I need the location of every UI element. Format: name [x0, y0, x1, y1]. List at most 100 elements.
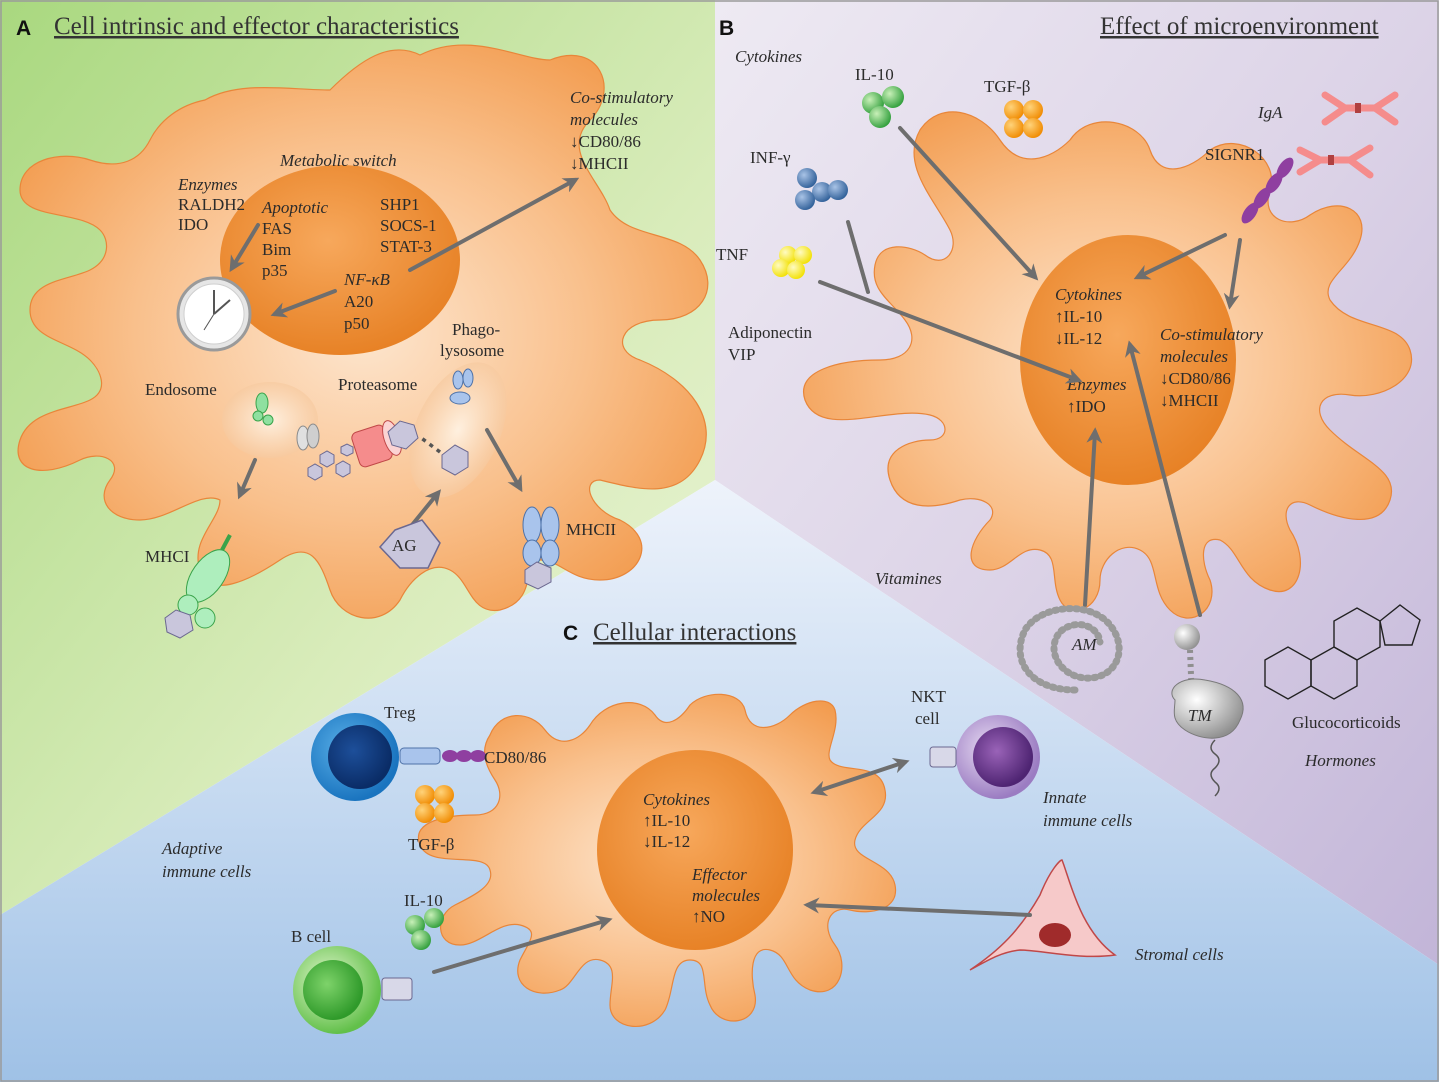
apoptotic-title: Apoptotic — [261, 198, 329, 217]
il10-molecule-icon-c — [405, 908, 444, 950]
peptide-fragments-icon — [307, 443, 354, 481]
arrow-bcell-to-nucleus — [432, 915, 613, 974]
ag-label: AG — [392, 536, 417, 555]
ifng-label: INF-γ — [750, 148, 791, 167]
cd8086-label: CD80/86 — [484, 748, 546, 767]
phagolysosome-vesicle — [409, 362, 507, 498]
arrow-endosome-to-mhci — [237, 458, 257, 500]
costim-a-item-1: ↓MHCII — [570, 154, 629, 173]
nuc-b-enzymes-item-0: ↑IDO — [1067, 397, 1106, 416]
proteasome-label: Proteasome — [338, 375, 417, 394]
am-label: AM — [1071, 635, 1097, 654]
nkt-cell-icon — [929, 715, 1040, 799]
tgfb-molecule-icon-c — [415, 785, 454, 823]
panel-c-letter: C — [563, 622, 578, 645]
ifng-molecule-icon — [795, 168, 848, 210]
endosome-label: Endosome — [145, 380, 217, 399]
nuc-b-cytokines-title: Cytokines — [1055, 285, 1122, 304]
nuc-b-cytokines-item-0: ↑IL-10 — [1055, 307, 1102, 326]
signr1-receptor-icon — [1241, 157, 1294, 224]
vitamines-label: Vitamines — [875, 569, 942, 588]
treg-cell-icon — [311, 713, 486, 801]
arrow-apoptotic-to-clock — [229, 223, 260, 273]
innate-label-1: immune cells — [1043, 811, 1133, 830]
arrow-phago-to-mhcii — [485, 428, 523, 493]
apoptotic-item-2: p35 — [262, 261, 288, 280]
arrow-ifng-line — [846, 220, 870, 294]
nuc-b-costim-title-1: molecules — [1160, 347, 1228, 366]
signaling-item-1: SOCS-1 — [380, 216, 437, 235]
il10-label-b: IL-10 — [855, 65, 894, 84]
adiponectin-label: Adiponectin — [728, 323, 813, 342]
nuc-b-costim-item-1: ↓MHCII — [1160, 391, 1219, 410]
il10-label-c: IL-10 — [404, 891, 443, 910]
nuc-c-cytokines-title: Cytokines — [643, 790, 710, 809]
adaptive-label-0: Adaptive — [161, 839, 223, 858]
clock-icon — [176, 276, 252, 352]
costim-a-title-0: Co-stimulatory — [570, 88, 673, 107]
phago-mhc-icon — [449, 368, 474, 405]
am-spiral-icon: AM — [1016, 605, 1123, 694]
arrow-signr1-to-costim — [1223, 238, 1242, 310]
bcell-label: B cell — [291, 927, 331, 946]
arrow-tnf-to-enzymes — [818, 280, 1083, 384]
cytokines-heading-b: Cytokines — [735, 47, 802, 66]
apoptotic-item-1: Bim — [262, 240, 291, 259]
nuc-c-effector-title-1: molecules — [692, 886, 760, 905]
adaptive-label-1: immune cells — [162, 862, 252, 881]
panel-b-title: Effect of microenvironment — [1100, 13, 1379, 40]
tnf-label: TNF — [716, 245, 748, 264]
stromal-label: Stromal cells — [1135, 945, 1224, 964]
antigen-hexagon-proteasome — [387, 420, 419, 450]
dotted-arrow-antigen — [418, 435, 442, 454]
endosome-mhc-icon — [252, 392, 274, 426]
nkt-label-0: NKT — [911, 687, 947, 706]
enzymes-a-item-0: RALDH2 — [178, 195, 245, 214]
phagolysosome-label-0: Phago- — [452, 320, 501, 339]
nuc-c-cytokines-item-1: ↓IL-12 — [643, 832, 690, 851]
steroid-ring-icon — [1264, 604, 1421, 700]
panel-c-title: Cellular interactions — [593, 619, 796, 646]
mhci-receptor-icon — [164, 534, 232, 639]
nucleus-a — [220, 165, 460, 355]
tgfb-label-b: TGF-β — [984, 77, 1030, 96]
signaling-item-0: SHP1 — [380, 195, 420, 214]
panel-b-letter: B — [719, 17, 734, 40]
iga-label: IgA — [1257, 103, 1283, 122]
nucleus-b — [1020, 235, 1236, 485]
b-cell-icon — [293, 946, 413, 1034]
panel-b: B Effect of microenvironment Cytokines ↑… — [716, 13, 1421, 797]
enzymes-a-item-1: IDO — [178, 215, 208, 234]
panel-c: C Cellular interactions Cytokines ↑IL-10… — [161, 619, 1224, 1034]
nfkb-item-0: A20 — [344, 292, 373, 311]
arrow-signr1-to-cytokines — [1133, 233, 1227, 280]
nuc-c-effector-title-0: Effector — [691, 865, 747, 884]
innate-label-0: Innate — [1042, 788, 1087, 807]
antigen-hexagon-phago — [441, 444, 469, 476]
arrow-nfkb-to-costim — [408, 177, 580, 272]
panel-a-letter: A — [16, 17, 31, 40]
arrow-tm-to-cytokines — [1125, 340, 1202, 617]
arrow-nkt-bidirectional — [810, 757, 910, 797]
mhci-label: MHCI — [145, 547, 190, 566]
nkt-label-1: cell — [915, 709, 940, 728]
arrow-nfkb-to-clock — [270, 289, 337, 318]
enzymes-a-title: Enzymes — [177, 175, 238, 194]
panel-a-title: Cell intrinsic and effector characterist… — [54, 13, 459, 40]
hormones-label: Hormones — [1304, 751, 1376, 770]
phagolysosome-label-1: lysosome — [440, 341, 504, 360]
il10-molecule-icon-b — [862, 86, 904, 128]
tgfb-label-c: TGF-β — [408, 835, 454, 854]
apoptotic-item-0: FAS — [262, 219, 292, 238]
signaling-item-2: STAT-3 — [380, 237, 432, 256]
nucleus-c — [597, 750, 793, 950]
signr1-label: SIGNR1 — [1205, 145, 1265, 164]
tgfb-molecule-icon-b — [1004, 100, 1043, 138]
costim-a-title-1: molecules — [570, 110, 638, 129]
vip-label: VIP — [728, 345, 755, 364]
nuc-b-cytokines-item-1: ↓IL-12 — [1055, 329, 1102, 348]
mhcii-label-a: MHCII — [566, 520, 616, 539]
nuc-c-effector-item-0: ↑NO — [692, 907, 725, 926]
nuc-c-cytokines-item-0: ↑IL-10 — [643, 811, 690, 830]
